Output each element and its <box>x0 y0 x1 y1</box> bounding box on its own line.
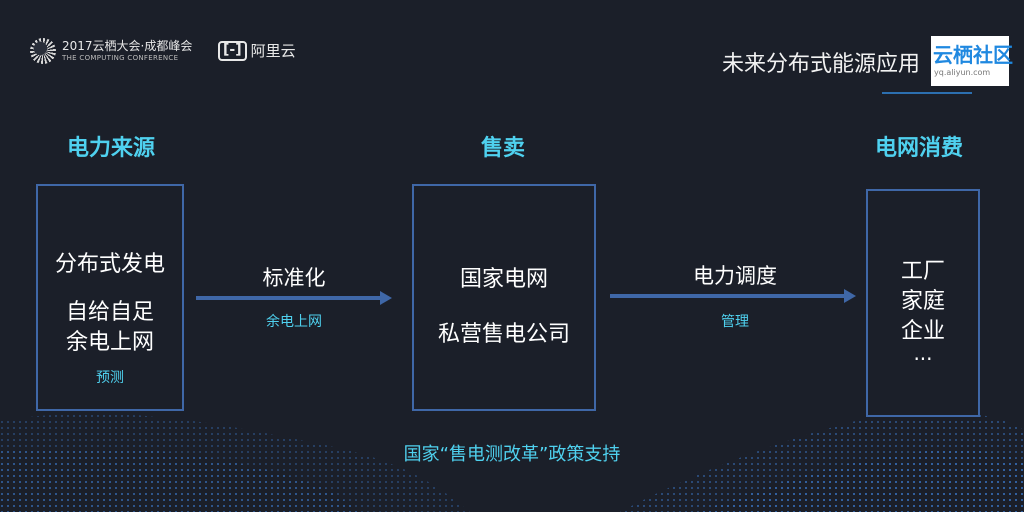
conference-logo: 2017云栖大会·成都峰会 THE COMPUTING CONFERENCE <box>30 38 192 64</box>
sale-heading: 售卖 <box>480 136 525 161</box>
left-flow-arrow <box>196 291 392 305</box>
source-note: 预测 <box>96 370 124 386</box>
right-flow-sub: 管理 <box>721 314 749 330</box>
consume-item: 企业 <box>900 319 945 344</box>
right-flow-arrow <box>610 289 856 303</box>
aliyun-logo-text: 阿里云 <box>250 42 296 60</box>
source-line-1: 分布式发电 <box>54 252 165 277</box>
sale-line-2: 私营售电公司 <box>437 322 570 347</box>
aliyun-logo: [-] 阿里云 <box>218 40 296 61</box>
sale-line-1: 国家电网 <box>459 267 548 292</box>
conference-subtitle: THE COMPUTING CONFERENCE <box>62 54 179 62</box>
consume-item: 家庭 <box>900 289 945 314</box>
consume-panel: 工厂 家庭 企业 ... <box>866 189 980 417</box>
source-line-2: 自给自足 <box>65 300 154 325</box>
consume-item: 工厂 <box>900 259 945 284</box>
left-flow-sub: 余电上网 <box>266 314 322 330</box>
yunqi-community-badge: 云栖社区 yq.aliyun.com <box>931 36 1013 86</box>
badge-name: 云栖社区 <box>933 43 1013 67</box>
aliyun-logo-icon: [-] <box>218 40 247 61</box>
left-flow-label: 标准化 <box>262 266 326 290</box>
source-line-3: 余电上网 <box>65 330 154 355</box>
title-underline <box>882 92 972 94</box>
consume-item: ... <box>913 341 933 365</box>
sale-panel: 国家电网 私营售电公司 <box>412 184 596 411</box>
source-heading: 电力来源 <box>66 136 155 161</box>
conference-logo-icon <box>30 38 56 64</box>
right-flow-label: 电力调度 <box>693 264 777 288</box>
source-panel: 分布式发电 自给自足 余电上网 预测 <box>36 184 184 411</box>
consume-heading: 电网消费 <box>874 136 963 161</box>
conference-title: 2017云栖大会·成都峰会 <box>62 39 193 53</box>
badge-url: yq.aliyun.com <box>934 68 991 77</box>
slide-title: 未来分布式能源应用 <box>722 52 921 77</box>
policy-footer: 国家“售电测改革”政策支持 <box>403 444 621 465</box>
